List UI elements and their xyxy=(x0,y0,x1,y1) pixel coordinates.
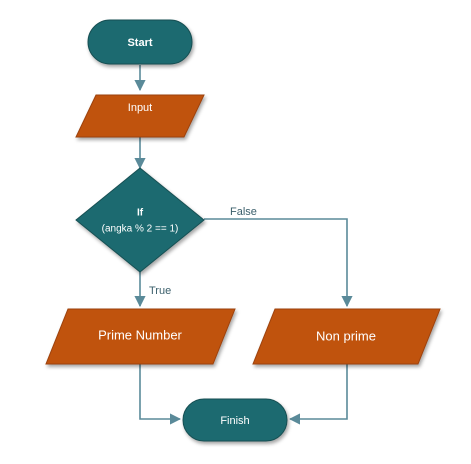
finish-node-label: Finish xyxy=(220,415,249,427)
finish-node xyxy=(182,398,288,442)
input-node xyxy=(75,94,205,138)
prime-number-node-label: Prime Number xyxy=(98,327,182,342)
edge-label-false: False xyxy=(230,206,257,218)
decision-node-label-line1: If xyxy=(137,208,144,219)
edge-nonprime-finish xyxy=(288,364,348,425)
non-prime-node xyxy=(252,308,441,365)
decision-node xyxy=(75,167,205,273)
edge-decision-nonprime xyxy=(204,218,353,308)
edge-label-true: True xyxy=(149,285,171,297)
edge-prime-finish xyxy=(139,364,182,425)
prime-number-node xyxy=(45,308,236,365)
input-node-label: Input xyxy=(128,102,152,114)
connectors xyxy=(134,65,353,425)
start-node xyxy=(87,19,193,65)
decision-node-label-line2: (angka % 2 == 1) xyxy=(102,224,179,235)
non-prime-node-label: Non prime xyxy=(316,328,376,343)
start-node-label: Start xyxy=(127,37,152,49)
